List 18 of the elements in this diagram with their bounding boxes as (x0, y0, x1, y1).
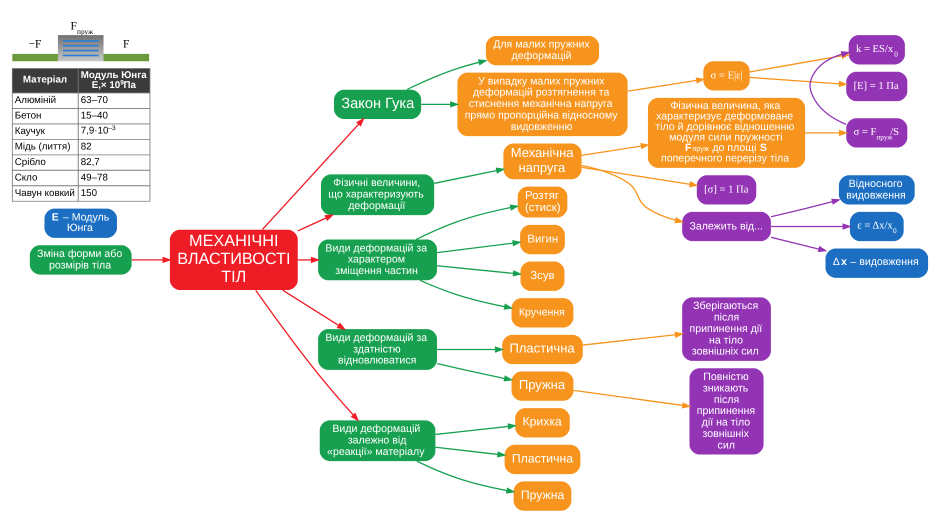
label: 82,7 (80, 156, 100, 168)
label: 7,9·10$^{–3}$ (80, 124, 116, 136)
label: Мідь (лиття) (14, 141, 70, 152)
label: −F⃗ (28, 38, 50, 50)
label: Бетон (14, 110, 42, 122)
label: 82 (80, 141, 92, 152)
label: Чавун ковкий (14, 188, 75, 199)
label: Каучук (14, 126, 45, 137)
label: 15–40 (80, 110, 108, 122)
label: 49–78 (80, 172, 108, 184)
label: Матеріал (22, 74, 68, 85)
label: 150 (80, 188, 98, 199)
label: 63–70 (80, 94, 108, 106)
label: Срібло (14, 156, 46, 168)
label: Алюміній (14, 94, 56, 106)
label: F⃗ (123, 38, 138, 50)
label: Скло (14, 172, 38, 184)
label: Модуль Юнга E,× 10$^{9}$Па (80, 69, 147, 90)
